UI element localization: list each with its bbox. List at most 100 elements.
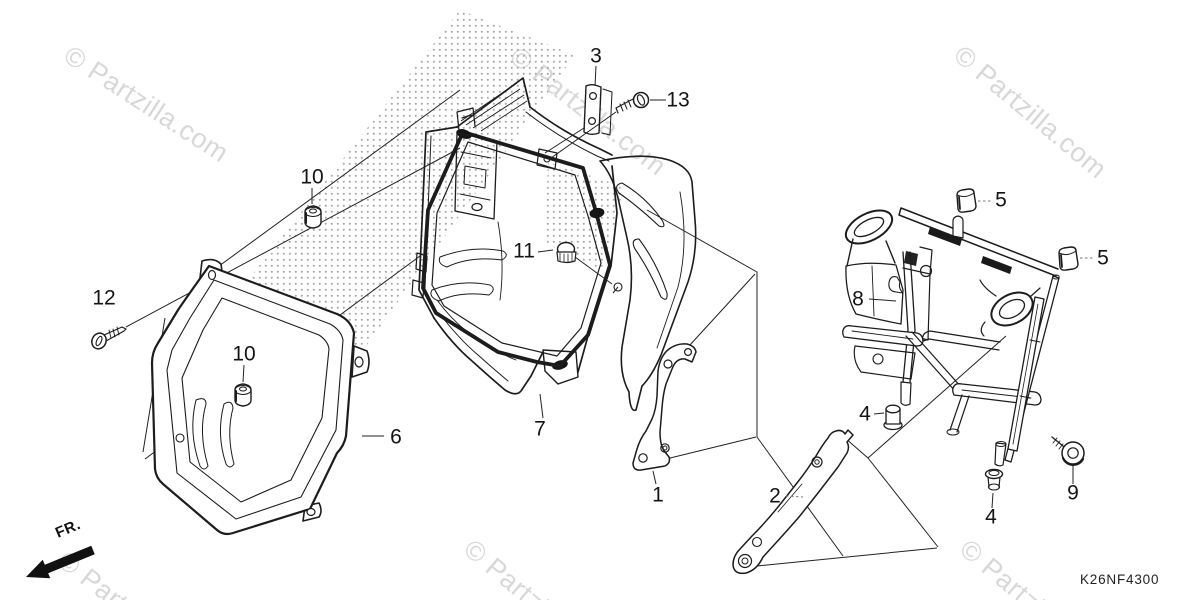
bottom-pin-top <box>995 441 1007 447</box>
fr-arrow-icon <box>26 545 95 579</box>
top-rail <box>898 207 1059 277</box>
case-side-wing <box>599 155 697 412</box>
case-hole-tick <box>612 286 619 294</box>
bracket-hole <box>751 536 763 548</box>
bracket-body <box>732 429 854 575</box>
part-10-grommet-lower <box>234 364 252 407</box>
plate-hole <box>588 91 597 100</box>
screw-head-slot <box>95 335 103 347</box>
case-inner-slot <box>438 248 507 268</box>
part-label-4: 4 <box>859 403 871 426</box>
part-11-grommet <box>537 241 613 285</box>
cover-pin-hole <box>175 433 185 443</box>
flat-bar-slot <box>851 330 914 340</box>
bushing-shade <box>1060 254 1063 268</box>
part-5-bushing-upper <box>956 188 991 213</box>
bushing-top <box>1058 250 1077 256</box>
cover-ridge-slot <box>220 401 235 468</box>
strap <box>1007 296 1045 452</box>
grommet-hole <box>239 386 247 392</box>
horn-hatching <box>460 82 528 132</box>
wing-slot <box>616 182 665 228</box>
mid-bar <box>922 330 1001 351</box>
bracket-rib <box>777 483 803 513</box>
case-bowl-lines <box>436 221 517 361</box>
part-3-stay-plate <box>536 65 617 170</box>
diagram-code: K26NF4300 <box>1080 572 1159 587</box>
member-pin <box>900 381 912 406</box>
lower-plate <box>853 345 916 380</box>
leader-1 <box>652 470 657 485</box>
case-boss-small <box>536 148 558 170</box>
hook <box>888 276 904 294</box>
part-label-10: 10 <box>232 343 255 366</box>
part-label-2: 2 <box>769 485 781 508</box>
bushing-bottom <box>987 483 1001 491</box>
part-4-bushing-bottom <box>984 468 1004 509</box>
screw-threads <box>108 326 120 339</box>
plate-hole <box>587 116 596 125</box>
bushing-shade <box>958 196 961 210</box>
leader-7 <box>539 393 544 419</box>
bracket-hole <box>683 348 692 357</box>
bracket-eyelet <box>811 456 823 468</box>
ring-neck <box>846 238 896 267</box>
bolt-head-shade <box>1061 456 1085 467</box>
screw-threads <box>619 99 632 112</box>
part-label-6: 6 <box>390 426 402 449</box>
part-label-11: 11 <box>513 240 535 263</box>
part-1-bracket <box>632 343 697 485</box>
wing-edge-line <box>656 191 685 349</box>
part-label-5: 5 <box>1097 247 1109 270</box>
bushing-top <box>885 404 901 414</box>
part-label-1: 1 <box>652 484 664 507</box>
case-rim-inner <box>431 141 602 357</box>
cover-rim-line <box>166 279 344 520</box>
leader-to-hole <box>574 256 613 285</box>
boss-hole <box>471 202 483 212</box>
lower-plate-hole <box>872 353 884 365</box>
rail-knurl <box>928 227 962 246</box>
cover-opening-line <box>181 297 330 503</box>
part-label-13: 13 <box>666 89 689 112</box>
case-inner-slot <box>430 282 494 302</box>
case-horn <box>456 77 531 128</box>
case-left-flange <box>418 126 458 319</box>
bracket1-leaders <box>665 273 757 460</box>
screw-shaft <box>103 326 127 342</box>
bracket-hole <box>660 443 670 453</box>
leader-4 <box>873 412 885 415</box>
bolt-shaft <box>1051 436 1064 447</box>
part-7-headlight-case <box>362 77 697 437</box>
part-13-screw <box>615 91 666 114</box>
plate-back-edge <box>601 88 613 136</box>
left-member <box>902 251 916 383</box>
leg <box>949 394 970 433</box>
rail-pin <box>952 215 964 239</box>
bracket-hole <box>638 453 648 463</box>
bracket-body <box>632 343 697 471</box>
body-plate <box>845 262 904 325</box>
case-top-edge-inner <box>525 111 610 162</box>
flange-hatch <box>559 252 573 263</box>
part-label-9: 9 <box>1067 482 1079 505</box>
bracket-hole-inner <box>662 445 668 451</box>
part-6-headlight-cover <box>150 258 370 536</box>
grommet-top <box>304 206 322 218</box>
leader-8 <box>868 298 897 302</box>
part-label-10: 10 <box>300 166 323 189</box>
watermark-bottom-right: © Partzilla.com <box>954 534 1118 600</box>
bracket2-leaders <box>756 437 938 567</box>
body-line <box>871 265 875 317</box>
boss-top-clip <box>456 107 476 131</box>
bushing-top <box>956 192 975 198</box>
part-5-bushing-lower <box>1058 246 1093 271</box>
screw-head <box>91 332 107 350</box>
flat-bar <box>842 325 924 347</box>
mount-ring <box>844 209 894 245</box>
cover-ridge-slot <box>192 398 209 470</box>
screw-head-slot <box>636 94 646 106</box>
strap-slot <box>1012 303 1039 445</box>
